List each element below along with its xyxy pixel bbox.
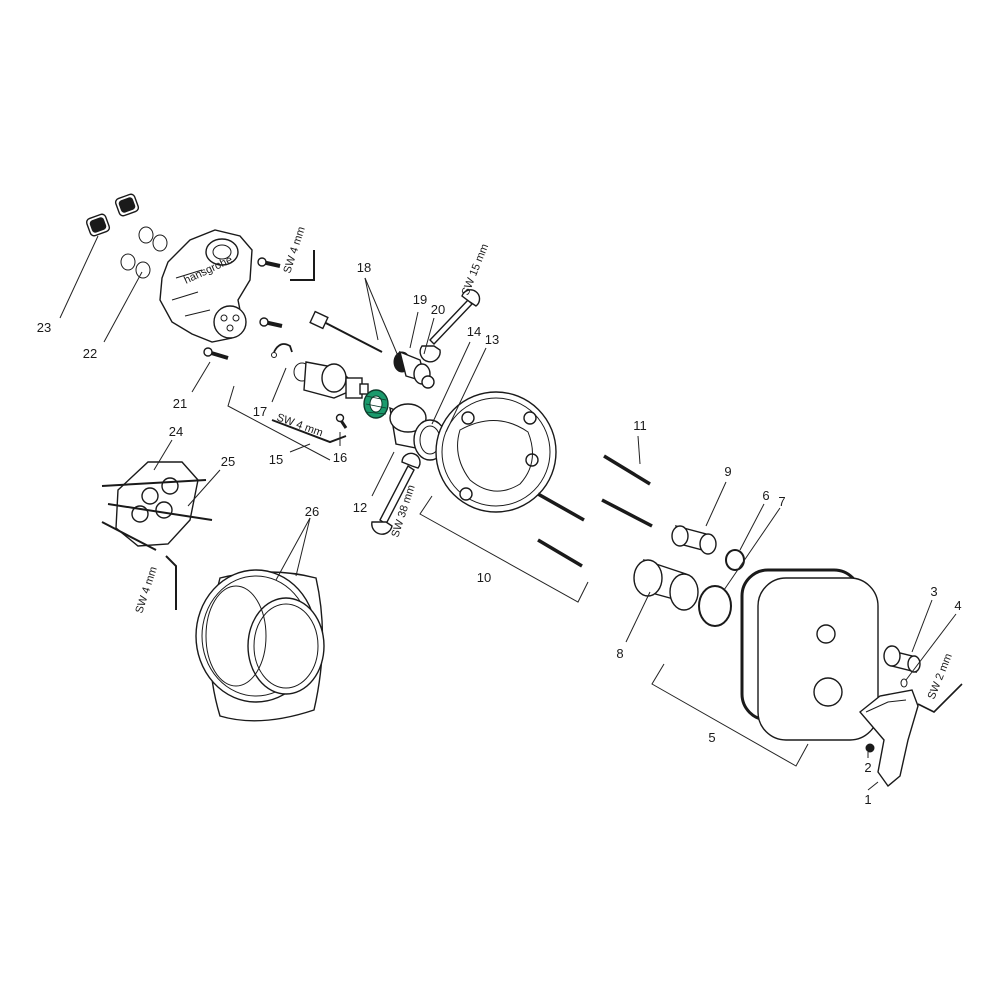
ring-green (363, 389, 389, 419)
screw-16 (335, 413, 348, 429)
callout-4: 4 (954, 598, 961, 613)
callout-9: 9 (724, 464, 731, 479)
tool-label-sw4-top: SW 4 mm (281, 225, 307, 275)
callout-19: 19 (413, 292, 427, 307)
extension-frame-26 (195, 569, 325, 722)
pressure-box-24 (101, 461, 213, 551)
sleeve-12 (389, 403, 447, 461)
set-screw-4 (900, 678, 908, 688)
long-screws (537, 454, 653, 568)
tool-label-sw15: SW 15 mm (460, 242, 492, 297)
o-ring-6 (725, 549, 745, 571)
allen-key-sw4-top (290, 250, 315, 281)
tool-label-sw38: SW 38 mm (389, 483, 417, 538)
callout-6: 6 (762, 488, 769, 503)
lever-handle-1 (858, 689, 919, 788)
callout-10: 10 (477, 570, 491, 585)
callout-16: 16 (333, 450, 347, 465)
callout-18: 18 (357, 260, 371, 275)
tool-label-sw2: SW 2 mm (926, 652, 955, 701)
trim-plate-5 (740, 568, 879, 741)
thermo-cartridge (293, 361, 369, 399)
callout-7: 7 (778, 494, 785, 509)
screw-middle (259, 317, 283, 328)
callout-22: 22 (83, 346, 97, 361)
callout-24: 24 (169, 424, 183, 439)
callout-1: 1 (864, 792, 871, 807)
spindle-18 (309, 310, 383, 353)
callout-3: 3 (930, 584, 937, 599)
callout-8: 8 (616, 646, 623, 661)
allen-key-sw4-mid (271, 419, 347, 444)
callout-17: 17 (253, 404, 267, 419)
screw-2 (865, 743, 875, 753)
callout-14: 14 (467, 324, 481, 339)
diverter-cartridge (393, 350, 435, 389)
callout-25: 25 (221, 454, 235, 469)
check-valve-nipples (85, 193, 140, 237)
allen-key-sw2 (917, 683, 963, 713)
callout-12: 12 (353, 500, 367, 515)
screw-top (257, 257, 281, 268)
wrench-sw15 (419, 289, 481, 363)
callout-13: 13 (485, 332, 499, 347)
tool-label-sw4-bottom: SW 4 mm (133, 565, 159, 615)
callout-23: 23 (37, 320, 51, 335)
callout-26: 26 (305, 504, 319, 519)
valve-body: hansgrohe (159, 229, 253, 343)
cap-8 (633, 558, 699, 611)
callout-21: 21 (173, 396, 187, 411)
leader-lines (59, 235, 957, 791)
insert-3 (883, 645, 921, 673)
screw-21 (203, 347, 229, 360)
rough-plate-10 (435, 391, 557, 513)
callout-11: 11 (633, 418, 647, 433)
allen-key-sw4-bottom (165, 555, 177, 610)
callout-20: 20 (431, 302, 445, 317)
clip-17 (271, 343, 293, 358)
callout-5: 5 (708, 730, 715, 745)
cap-9 (671, 525, 717, 555)
o-rings-22 (120, 226, 168, 279)
callout-2: 2 (864, 760, 871, 775)
wrench-sw38 (371, 452, 421, 535)
callout-15: 15 (269, 452, 283, 467)
o-ring-7 (698, 585, 732, 627)
